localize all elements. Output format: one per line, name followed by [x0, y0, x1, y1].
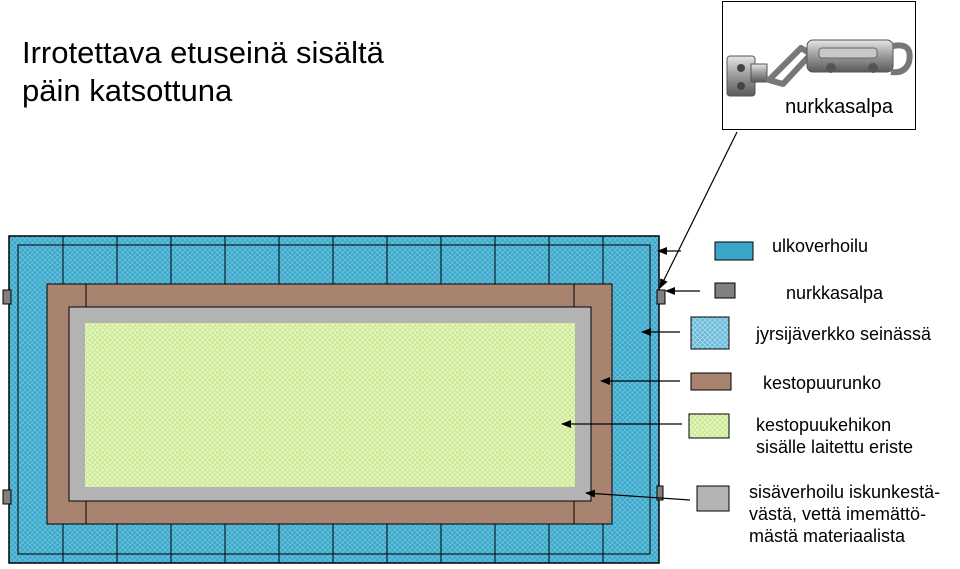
latch-photo-icon — [726, 39, 913, 97]
latch-photo-box: nurkkasalpa — [722, 1, 916, 130]
page-title: Irrotettava etuseinä sisältä päin katsot… — [22, 34, 384, 110]
latch-right-top — [656, 289, 666, 305]
pointer-arrows — [561, 131, 738, 501]
title-line-1: Irrotettava etuseinä sisältä — [22, 35, 384, 70]
legend-kestopuurunko: kestopuurunko — [763, 373, 882, 393]
arrow-photo — [659, 131, 738, 289]
latch-left-top — [2, 289, 12, 305]
legend-ulkoverhoilu: ulkoverhoilu — [772, 236, 869, 256]
swatch-eriste — [688, 413, 730, 439]
insulation — [85, 323, 575, 487]
legend-nurkkasalpa: nurkkasalpa — [786, 283, 884, 303]
swatch-sisaverhoilu — [696, 485, 730, 512]
latch-left-bottom — [2, 489, 12, 505]
legend-jyrsijaverkko: jyrsijäverkko seinässä — [756, 324, 932, 344]
swatch-nurkkasalpa — [714, 282, 736, 299]
legend-sisaverhoilu-line2: västä, vettä imemättö- — [749, 504, 927, 524]
swatch-ulkoverhoilu — [714, 241, 754, 261]
latch-right-bottom — [656, 485, 664, 501]
legend-sisaverhoilu-line3: mästä materiaalista — [749, 526, 906, 546]
title-line-2: päin katsottuna — [22, 73, 233, 108]
swatch-kestopuurunko — [690, 372, 732, 391]
legend-eriste-line2: sisälle laitettu eriste — [756, 437, 914, 457]
cladding-panel-lines — [62, 236, 604, 563]
legend-eriste-line1: kestopuukehikon — [756, 415, 892, 435]
arrow-sisaverhoilu — [585, 489, 691, 501]
swatch-jyrsijaverkko — [690, 316, 730, 350]
photo-caption: nurkkasalpa — [785, 96, 893, 118]
mesh-layer — [17, 244, 651, 555]
legend-sisaverhoilu-line1: sisäverhoilu iskunkestä- — [749, 482, 941, 502]
